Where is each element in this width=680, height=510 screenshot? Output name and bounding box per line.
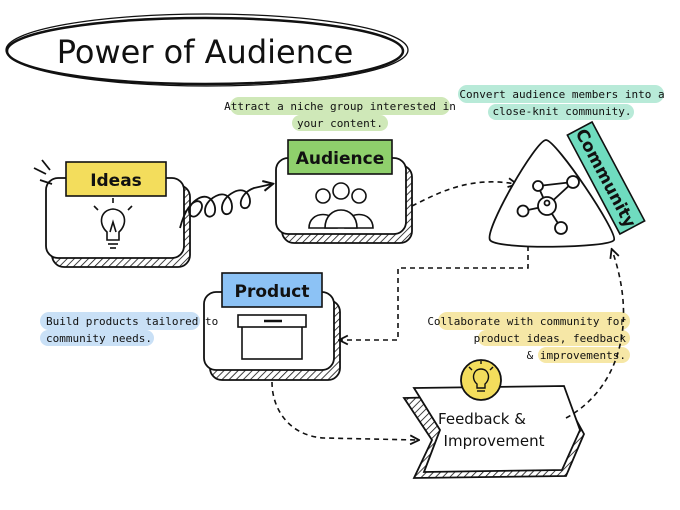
product-note: Build products tailored to community nee…	[40, 312, 218, 346]
audience-note: Attract a niche group interested in your…	[224, 97, 456, 131]
product-card: Product	[203, 272, 341, 381]
community-label-box	[566, 120, 646, 236]
audience-label: Audience	[296, 149, 385, 169]
lightbulb-icon	[468, 361, 494, 392]
title-ellipse-outer	[5, 13, 409, 87]
community-to-product-arrow	[340, 246, 529, 340]
product-note-line1: Build products tailored to	[46, 315, 218, 328]
product-label: Product	[235, 282, 310, 302]
box-icon	[237, 314, 307, 360]
feedback-shape	[412, 385, 581, 473]
feedback-note-highlight-3	[538, 347, 630, 363]
audience-label-box	[287, 139, 393, 175]
community-note-line1: Convert audience members into a	[459, 88, 664, 101]
ideas-to-audience-connector	[179, 184, 272, 229]
lightbulb-icon	[93, 198, 133, 249]
feedback-node: Feedback & Improvement	[402, 359, 586, 479]
people-group-icon	[308, 182, 374, 229]
product-label-box	[221, 272, 323, 308]
community-note-highlight	[458, 85, 664, 103]
audience-note-highlight	[230, 97, 450, 115]
audience-note-line1: Attract a niche group interested in	[224, 100, 456, 113]
community-note: Convert audience members into a close-kn…	[458, 85, 665, 120]
feedback-note-highlight-2	[478, 330, 630, 346]
audience-to-community-arrow	[411, 182, 516, 207]
ideas-label: Ideas	[90, 171, 142, 191]
product-note-line2: community needs.	[46, 332, 152, 345]
feedback-to-community-arrow	[565, 250, 625, 419]
product-note-highlight-2	[40, 330, 154, 346]
feedback-note-highlight	[438, 312, 630, 330]
community-note-highlight-2	[488, 104, 634, 120]
community-note-line2: close-knit community.	[492, 105, 631, 118]
title-banner: Power of Audience	[5, 13, 409, 87]
network-icon	[516, 175, 580, 235]
audience-note-line2: your content.	[297, 117, 383, 130]
audience-note-highlight-2	[292, 115, 388, 131]
feedback-note-line3: & improvements.	[527, 349, 626, 362]
feedback-note-line1: Collaborate with community for	[427, 315, 626, 328]
product-note-highlight	[40, 312, 200, 330]
ideas-card: Ideas	[33, 159, 191, 268]
community-triangle	[488, 139, 615, 248]
feedback-label-line2: Improvement	[444, 432, 545, 450]
audience-card: Audience	[275, 139, 413, 244]
feedback-note: Collaborate with community for product i…	[427, 312, 630, 363]
ideas-sparks	[33, 159, 53, 185]
page-title: Power of Audience	[57, 33, 354, 71]
feedback-label-line1: Feedback &	[438, 410, 526, 428]
feedback-note-line2: product ideas, feedback	[474, 332, 627, 345]
ideas-label-box	[65, 161, 167, 197]
title-ellipse	[5, 16, 405, 86]
community-node: Community	[488, 120, 646, 248]
product-to-feedback-arrow	[271, 381, 418, 440]
